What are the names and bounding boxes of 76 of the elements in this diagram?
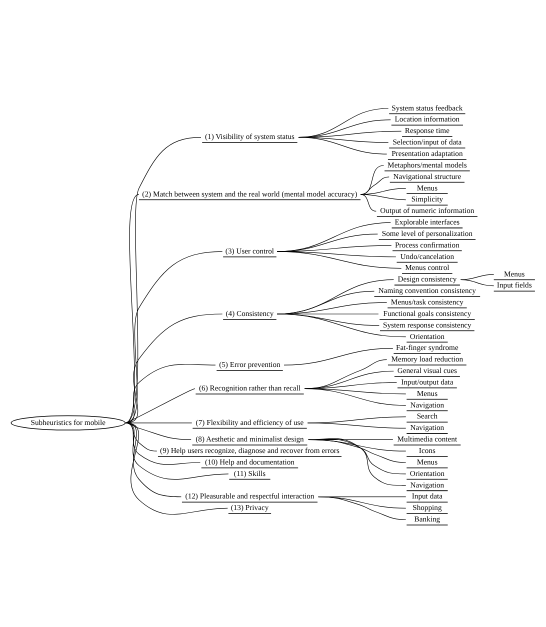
node-text: Some level of personalization [382,228,473,238]
node-ellipse: Subheuristics for mobile [10,414,126,430]
node-text: (5) Error prevention [219,359,280,368]
connector [124,422,201,464]
node-text: (1) Visibility of system status [205,132,294,141]
node-text: Orientation [410,331,445,340]
node-text: Icons [418,445,436,454]
node-text: (9) Help users recognize, diagnose and recover from errors [160,445,340,454]
node-text: Input/output data [401,376,454,386]
node-text: Input fields [496,280,532,290]
node-text: System status feedback [392,102,463,112]
connector [360,194,376,211]
connector [360,194,406,200]
connector [318,496,406,520]
node-text: Response time [404,126,450,135]
node-text: (8) Aesthetic and minimalist design [196,434,304,444]
node-text: (4) Consistency [226,308,274,318]
node-text: Undo/cancelation [400,251,454,260]
node-text: Menus [504,268,525,278]
connector [298,136,388,154]
connector [124,364,216,423]
connector [124,250,223,423]
node-text: Menus [416,456,438,466]
connector [276,250,402,268]
node-text: (6) Recognition rather than recall [199,383,300,392]
connector [308,438,406,486]
node-text: System response consistency [383,320,472,329]
node-text: Navigational structure [393,171,462,180]
connector [276,313,406,337]
connector [124,388,196,423]
node-text: (10) Help and documentation [205,456,294,466]
connector [124,136,202,423]
node-text: Presentation adaptation [392,148,463,158]
node-text: Naming convention consistency [378,286,476,295]
node-text: Menus [416,388,438,398]
connector [307,422,406,428]
connector [124,313,223,423]
node-text: Location information [394,114,460,124]
node-text: Multimedia content [397,434,458,444]
node-text: Banking [414,514,440,524]
connector [276,250,396,257]
node-text: Selection/input of data [392,137,462,146]
node-text: (7) Flexibility and efficiency of use [196,417,304,426]
node-text: Navigation [410,400,444,409]
connector [304,388,406,406]
node-text: Navigation [410,480,444,489]
node-text: Orientation [410,468,445,478]
connector [284,347,394,365]
node-text: Process confirmation [394,240,460,249]
connector [124,422,228,514]
node-text: Functional goals consistency [383,308,472,318]
node-text: Simplicity [411,194,444,204]
node-text: Menus [416,182,438,192]
node-text: (3) User control [225,246,274,255]
node-text: (12) Pleasurable and respectful interaction [185,491,314,500]
node-text: (11) Skills [234,468,266,478]
node-text: Search [416,411,438,420]
node-text: Design consistency [398,274,457,284]
node-text: (2) Match between system and the real world (mental model accuracy) [142,188,358,198]
connector [124,422,229,480]
connector [360,164,384,194]
node-text: Output of numeric information [380,206,474,215]
node-text: Metaphors/mental models [388,160,467,169]
node-text: Navigation [410,422,444,432]
node-text: Shopping [412,502,442,512]
node-text: Memory load reduction [391,354,464,364]
node-text: (13) Privacy [230,502,269,512]
node-text: Fat-finger syndrome [396,342,458,352]
connector [460,278,494,286]
connector [124,422,182,497]
node-text: Menus control [405,262,450,272]
node-text: Menus/task consistency [390,296,464,306]
node-text: General visual cues [397,366,457,375]
node-text: Input data [412,491,443,500]
connector [304,370,394,388]
node-text: Explorable interfaces [394,217,460,226]
